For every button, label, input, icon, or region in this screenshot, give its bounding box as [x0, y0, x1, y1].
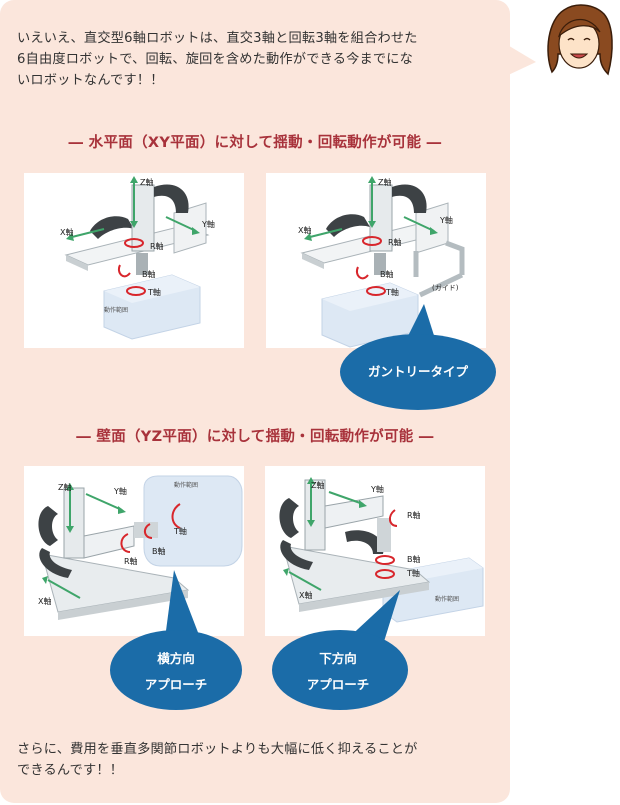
- outro-text: さらに、費用を垂直多関節ロボットよりも大幅に低く抑えることが できるんです！！: [17, 742, 418, 778]
- b-axis-label: B軸: [407, 555, 421, 564]
- y-axis-label: Y軸: [440, 216, 453, 225]
- b-axis-label: B軸: [380, 270, 394, 279]
- z-axis-label: Z軸: [58, 483, 72, 492]
- callout-side-approach: [110, 570, 242, 710]
- t-axis-label: T軸: [407, 569, 420, 578]
- x-axis-label: X軸: [60, 228, 74, 237]
- z-axis-label: Z軸: [311, 481, 325, 490]
- callout-gantry-text: ガントリータイプ: [367, 364, 468, 379]
- robot-diagram-yz-side: Z軸 Y軸 X軸 R軸 B軸 T軸 動作範囲: [24, 466, 244, 636]
- callout-down-approach: [272, 590, 408, 710]
- y-axis-label: Y軸: [202, 220, 215, 229]
- robot-diagram-xy-gantry: Z軸 Y軸 X軸 R軸 B軸 T軸 (ガイド): [266, 173, 486, 348]
- callout-gantry: [340, 304, 496, 410]
- callout-down-text-1: 下方向: [319, 651, 357, 666]
- z-axis-label: Z軸: [378, 178, 392, 187]
- x-axis-label: X軸: [38, 597, 52, 606]
- speech-bubble-tail: [506, 44, 536, 76]
- callout-side-text-2: アプローチ: [144, 677, 208, 692]
- callout-side-text-1: 横方向: [157, 651, 195, 666]
- z-axis-label: Z軸: [140, 178, 154, 187]
- r-axis-label: R軸: [124, 557, 138, 566]
- x-axis-label: X軸: [299, 591, 313, 600]
- b-axis-label: B軸: [152, 547, 166, 556]
- b-axis-label: B軸: [142, 270, 156, 279]
- heading-horizontal-plane: ― 水平面（XY平面）に対して揺動・回転動作が可能 ―: [68, 135, 442, 151]
- r-axis-label: R軸: [150, 242, 164, 251]
- t-axis-label: T軸: [148, 288, 161, 297]
- r-axis-label: R軸: [407, 511, 421, 520]
- t-axis-label: T軸: [174, 527, 187, 536]
- y-axis-label: Y軸: [114, 487, 127, 496]
- robot-diagram-yz-down: Z軸 Y軸 X軸 R軸 B軸 T軸 動作範囲: [265, 466, 485, 636]
- woman-avatar-icon: [547, 4, 613, 76]
- robot-diagram-xy: Z軸 Y軸 X軸 R軸 B軸 T軸 動作範囲: [24, 173, 244, 348]
- x-axis-label: X軸: [298, 226, 312, 235]
- r-axis-label: R軸: [388, 238, 402, 247]
- intro-text: いえいえ、直交型6軸ロボットは、直交3軸と回転3軸を組合わせた 6自由度ロボット…: [17, 31, 418, 88]
- work-area-label: 動作範囲: [104, 307, 129, 314]
- guide-label: (ガイド): [432, 284, 459, 292]
- work-area-label: 動作範囲: [435, 596, 460, 603]
- work-area-label: 動作範囲: [174, 482, 199, 489]
- heading-wall-plane: ― 壁面（YZ平面）に対して揺動・回転動作が可能 ―: [76, 429, 434, 445]
- t-axis-label: T軸: [386, 288, 399, 297]
- callout-down-text-2: アプローチ: [306, 677, 370, 692]
- y-axis-label: Y軸: [371, 485, 384, 494]
